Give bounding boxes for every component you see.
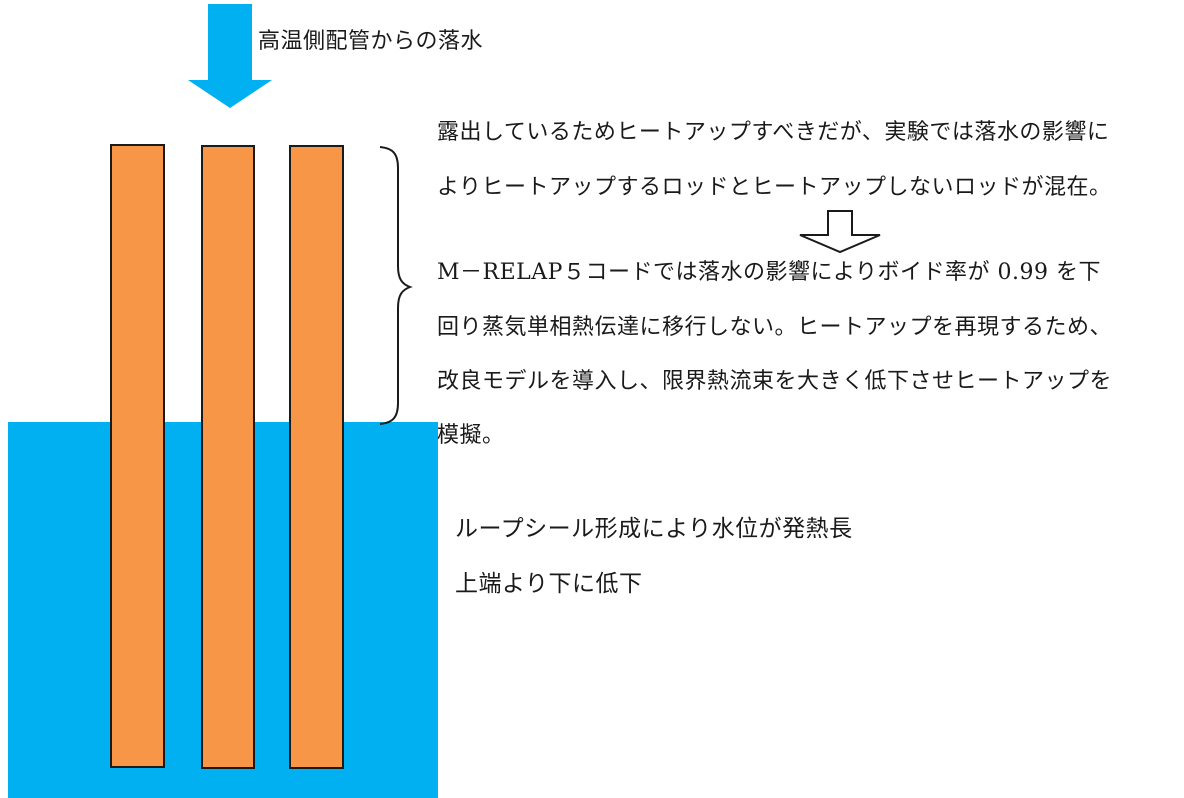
description-line-2: よりヒートアップするロッドとヒートアップしないロッドが混在。 xyxy=(437,175,1112,200)
loop-seal-note-line-2: 上端より下に低下 xyxy=(455,571,643,597)
falling-water-arrow xyxy=(188,4,272,108)
falling-water-label: 高温側配管からの落水 xyxy=(258,29,484,54)
fuel-rod-1 xyxy=(110,144,165,768)
hollow-down-arrow-icon xyxy=(799,210,881,254)
description-line-5: 改良モデルを導入し、限界熱流束を大きく低下させヒートアップを xyxy=(437,369,1113,394)
description-line-1: 露出しているためヒートアップすべきだが、実験では落水の影響に xyxy=(437,120,1110,145)
curly-brace xyxy=(379,146,413,425)
fuel-rod-3 xyxy=(289,145,344,769)
description-line-6: 模擬。 xyxy=(437,423,505,448)
description-line-4: 回り蒸気単相熱伝達に移行しない。ヒートアップを再現するため、 xyxy=(437,315,1113,340)
loop-seal-note-line-1: ループシール形成により水位が発熱長 xyxy=(455,516,853,542)
fuel-rod-2 xyxy=(201,145,255,769)
description-line-3: M－RELAP５コードでは落水の影響によりボイド率が 0.99 を下 xyxy=(437,260,1101,285)
